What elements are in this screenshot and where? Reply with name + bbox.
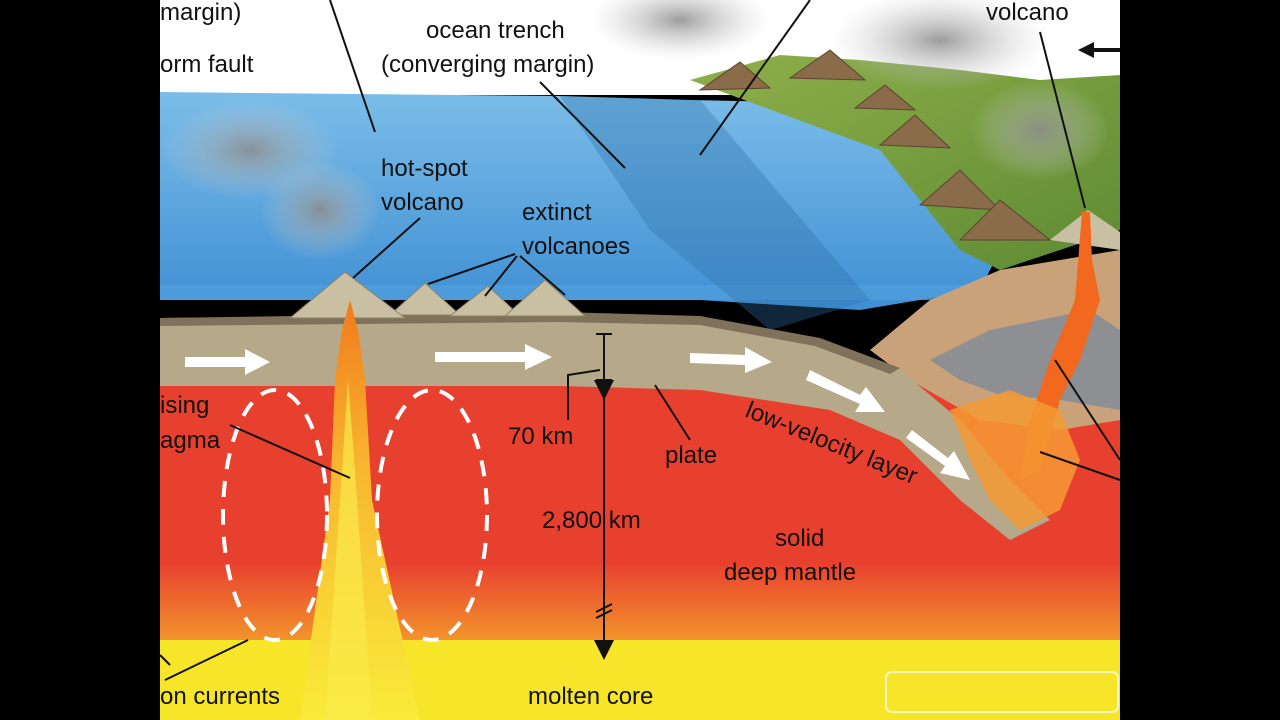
label-hot-spot-volcano: volcano [381, 189, 464, 216]
diagram-area: margin) orm fault ocean trench (convergi… [159, 0, 1121, 720]
convection-loop-right [375, 388, 489, 642]
label-2800km: 2,800 km [542, 507, 641, 534]
label-convection-currents: on currents [160, 683, 280, 710]
plate-top-crust [160, 312, 900, 374]
label-plate: plate [665, 442, 717, 469]
depth-scale [567, 333, 614, 660]
label-70km: 70 km [508, 423, 573, 450]
direction-arrow [1078, 42, 1120, 58]
label-margin: margin) [160, 0, 241, 26]
watermark-box [885, 671, 1119, 713]
label-volcano: volcano [986, 0, 1069, 26]
label-transform-fault: orm fault [160, 51, 254, 78]
label-solid: solid [775, 525, 824, 552]
label-ocean-trench: ocean trench [426, 17, 565, 44]
left-letterbox [0, 0, 160, 720]
label-rising: ising [160, 392, 209, 419]
label-deep-mantle: deep mantle [724, 559, 856, 586]
plate-arrow-3 [690, 347, 772, 373]
mountain-range [698, 49, 1052, 241]
oceanic-plate [160, 314, 1050, 540]
label-extinct: extinct [522, 199, 592, 226]
ocean [160, 92, 1000, 310]
label-extinct-volcanoes: volcanoes [522, 233, 630, 260]
plate-motion-arrows [185, 344, 970, 480]
magma-plume [300, 300, 420, 720]
label-converging-margin: (converging margin) [381, 51, 594, 78]
label-molten-core: molten core [528, 683, 653, 710]
right-letterbox [1120, 0, 1280, 720]
arc-magma-pool [950, 390, 1080, 530]
magma-core [325, 380, 372, 720]
labels: margin) orm fault ocean trench (convergi… [160, 0, 1069, 710]
convection-loop-left [221, 388, 329, 642]
leader-lines [159, 0, 1121, 681]
label-hot-spot: hot-spot [381, 155, 468, 182]
plate-arrow-2 [435, 344, 552, 370]
trench-shading [560, 96, 870, 330]
extinct-volcanoes [388, 279, 587, 317]
smoke-plumes [160, 0, 1110, 260]
plate-arrow-4 [806, 370, 885, 412]
plate-arrow-5 [906, 430, 970, 480]
plate-arrow-1 [185, 349, 270, 375]
convection-currents [221, 388, 489, 642]
label-magma: agma [160, 427, 221, 454]
